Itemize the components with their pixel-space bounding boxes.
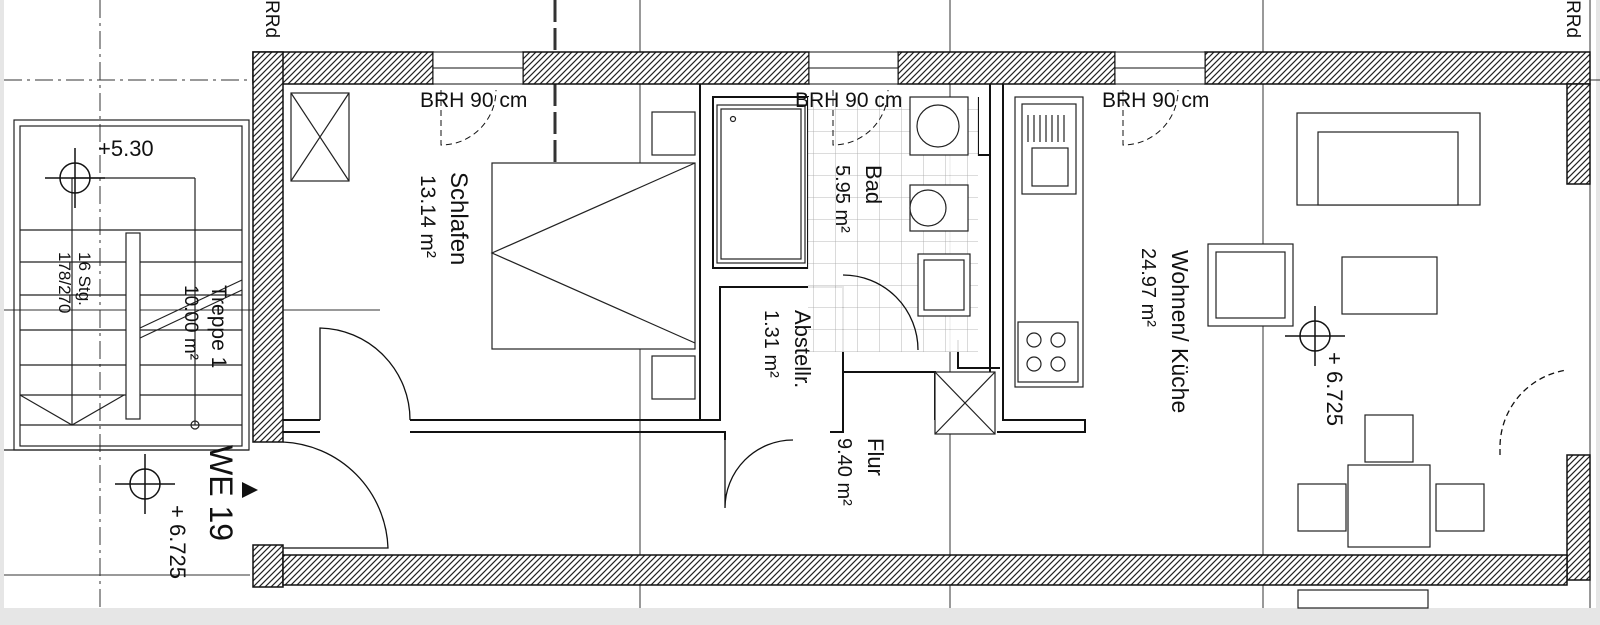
room-area-treppe: 10.00 m² bbox=[180, 285, 201, 360]
room-area-wohnen-kueche: 24.97 m² bbox=[1137, 248, 1159, 327]
rr-label-right: RRd bbox=[1562, 0, 1583, 38]
room-name-schlafen: Schlafen bbox=[445, 172, 472, 265]
room-name-treppe: Treppe 1 bbox=[207, 285, 230, 368]
brh-label-left: BRH 90 cm bbox=[420, 89, 527, 112]
room-name-flur: Flur bbox=[863, 438, 888, 476]
unit-label: WE 19 bbox=[203, 445, 239, 541]
room-area-flur: 9.40 m² bbox=[833, 438, 855, 506]
room-name-wohnen-kueche: Wohnen/ Küche bbox=[1167, 250, 1193, 413]
window-openings bbox=[432, 51, 1206, 85]
rr-label-left: RRd bbox=[261, 0, 282, 38]
room-area-abstellraum: 1.31 m² bbox=[760, 310, 782, 378]
level-living-label: + 6.725 bbox=[1322, 352, 1347, 426]
room-area-bad: 5.95 m² bbox=[831, 165, 853, 233]
doors bbox=[282, 274, 1568, 549]
brh-label-middle: BRH 90 cm bbox=[795, 89, 902, 112]
window-swings bbox=[440, 89, 1179, 146]
stair-steps-label: 16 Stg. bbox=[75, 252, 94, 306]
brh-label-right: BRH 90 cm bbox=[1102, 89, 1209, 112]
room-name-bad: Bad bbox=[861, 165, 886, 204]
direction-arrow-icon bbox=[242, 482, 258, 498]
stair-ratio-label: 178/270 bbox=[55, 252, 74, 313]
level-stair-label: +5.30 bbox=[98, 136, 154, 161]
room-area-schlafen: 13.14 m² bbox=[416, 175, 439, 258]
exterior-walls bbox=[252, 51, 1591, 588]
room-name-abstellraum: Abstellr. bbox=[790, 310, 815, 388]
level-markers bbox=[45, 148, 1345, 514]
staircase bbox=[4, 119, 250, 451]
level-corridor-label: + 6.725 bbox=[165, 505, 190, 579]
furniture bbox=[290, 92, 1485, 609]
